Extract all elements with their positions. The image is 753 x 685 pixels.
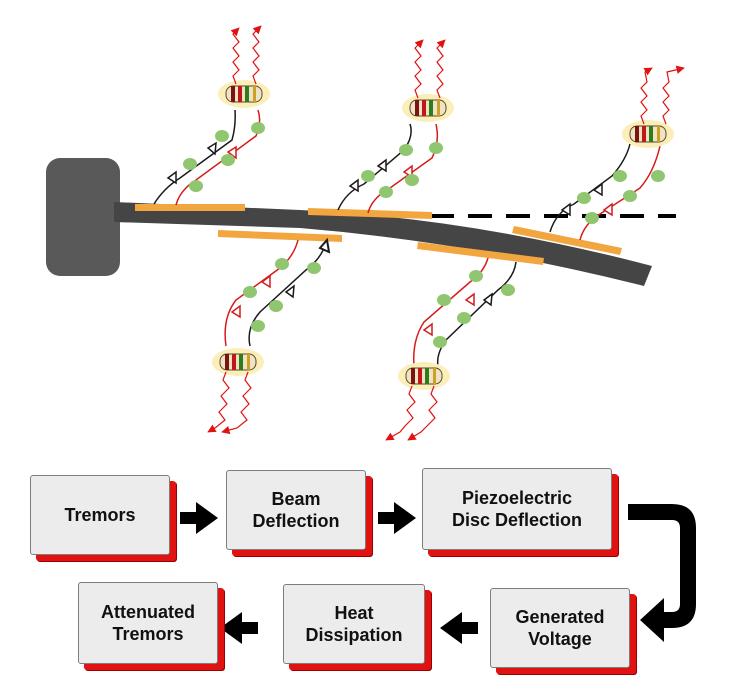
- piezo-patch: [218, 230, 342, 242]
- resistor-icon: [622, 120, 674, 148]
- flow-step-beam-deflection: Beam Deflection: [226, 470, 366, 550]
- flow-step-piezoelectric-disc-deflection: Piezoelectric Disc Deflection: [422, 468, 612, 550]
- flow-step-label: Attenuated: [101, 602, 195, 622]
- flow-step-label: Tremors: [64, 505, 136, 525]
- flow-arrow: [440, 612, 478, 644]
- flow-step-label: Disc Deflection: [451, 510, 583, 530]
- flow-step-label: Piezoelectric: [461, 488, 573, 508]
- resistor-icon: [218, 80, 270, 108]
- electron-icon: [577, 170, 665, 224]
- resistor-icon: [402, 94, 454, 122]
- electron-icon: [361, 142, 443, 198]
- piezo-patch: [135, 204, 245, 211]
- flow-arrow: [180, 502, 218, 534]
- flow-arrow: [220, 612, 258, 644]
- flow-step-attenuated-tremors: Attenuated Tremors: [78, 582, 218, 664]
- flow-arrow: [378, 502, 416, 534]
- resistor-icon: [212, 348, 264, 376]
- flow-step-label: Deflection: [252, 511, 340, 531]
- flow-step-label: Heat: [334, 603, 374, 623]
- electron-icon: [183, 122, 265, 192]
- flow-step-label: Beam: [271, 489, 321, 509]
- heat-wave-icon: [230, 25, 262, 85]
- flow-step-tremors: Tremors: [30, 475, 170, 555]
- heat-wave-icon: [414, 39, 446, 99]
- piezo-circuit: [549, 65, 685, 241]
- piezo-patch: [417, 242, 544, 265]
- flow-step-label: Tremors: [112, 624, 184, 644]
- electron-icon: [243, 258, 321, 332]
- flow-step-label: Dissipation: [305, 625, 403, 645]
- flow-step-label: Generated: [515, 607, 605, 627]
- piezo-patch: [512, 226, 622, 255]
- piezo-circuit: [153, 25, 270, 206]
- cantilever-beam: [114, 202, 652, 286]
- piezo-patch: [308, 208, 432, 219]
- flow-arrow: [628, 504, 696, 642]
- clamp-block: [46, 158, 120, 276]
- resistor-icon: [398, 362, 450, 390]
- piezo-circuit: [337, 39, 454, 214]
- heat-wave-icon: [640, 65, 685, 125]
- flow-step-label: Voltage: [528, 629, 592, 649]
- heat-wave-icon: [385, 385, 438, 441]
- flow-step-generated-voltage: Generated Voltage: [490, 588, 630, 668]
- heat-wave-icon: [207, 371, 252, 435]
- piezo-circuit: [385, 257, 517, 441]
- flow-step-heat-dissipation: Heat Dissipation: [283, 584, 425, 664]
- piezo-circuit: [207, 237, 331, 435]
- electron-icon: [433, 270, 515, 348]
